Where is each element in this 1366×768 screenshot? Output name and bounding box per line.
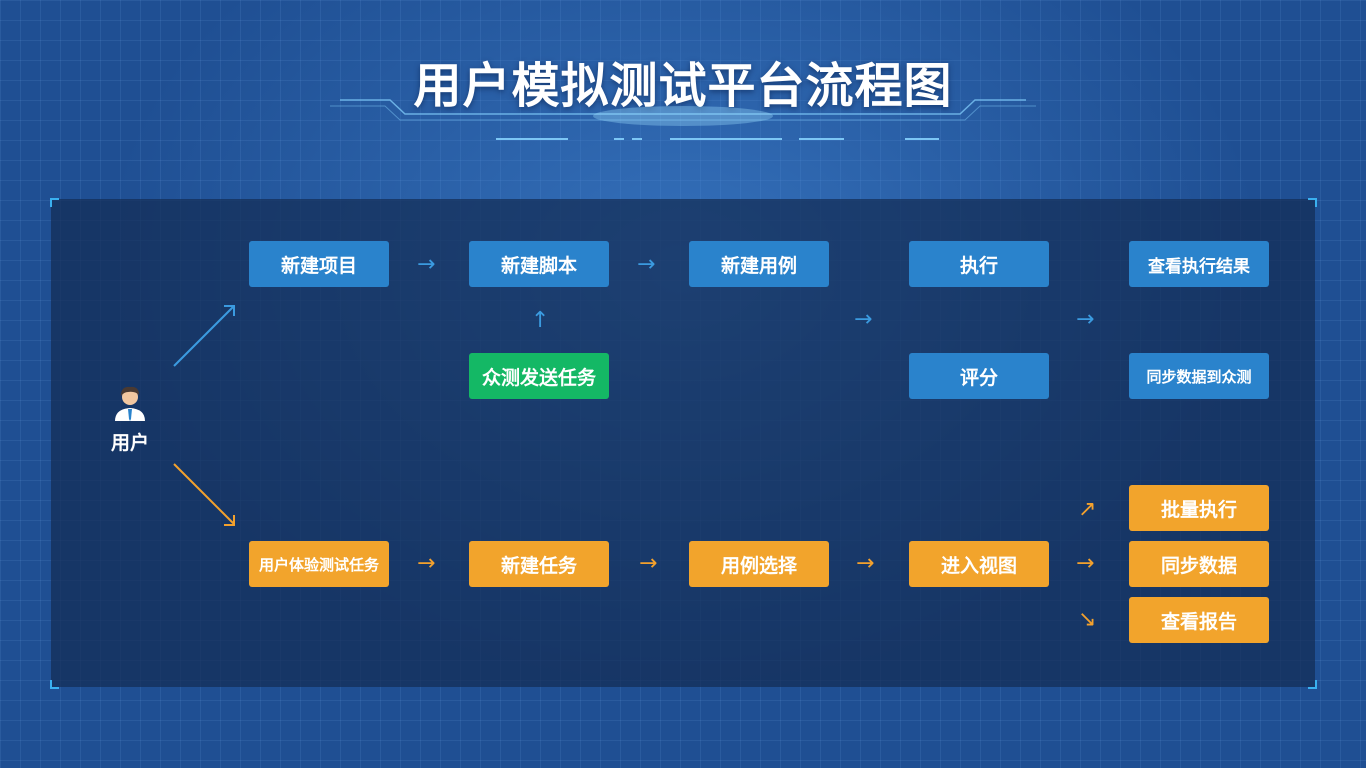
arrow-up-icon: ↑ bbox=[531, 308, 550, 333]
step-crowd-test-task[interactable]: 众测发送任务 bbox=[469, 353, 609, 399]
arrow-down-right-icon: ↘ bbox=[1078, 607, 1097, 632]
step-sync-to-crowd[interactable]: 同步数据到众测 bbox=[1129, 353, 1269, 399]
connector-user-to-top bbox=[173, 305, 235, 367]
arrow-right-icon: → bbox=[854, 307, 873, 332]
arrow-right-icon: → bbox=[856, 551, 875, 576]
step-new-project[interactable]: 新建项目 bbox=[249, 241, 389, 287]
step-new-task[interactable]: 新建任务 bbox=[469, 541, 609, 587]
step-new-script[interactable]: 新建脚本 bbox=[469, 241, 609, 287]
arrow-right-icon: → bbox=[637, 252, 656, 277]
panel-corner bbox=[1308, 680, 1317, 689]
page-title: 用户模拟测试平台流程图 bbox=[413, 58, 953, 114]
step-execute[interactable]: 执行 bbox=[909, 241, 1049, 287]
step-view-results[interactable]: 查看执行结果 bbox=[1129, 241, 1269, 287]
connector-user-to-bottom bbox=[173, 463, 235, 526]
user-avatar-icon bbox=[115, 386, 145, 421]
step-score[interactable]: 评分 bbox=[909, 353, 1049, 399]
step-view-report[interactable]: 查看报告 bbox=[1129, 597, 1269, 643]
arrow-right-icon: → bbox=[417, 252, 436, 277]
user-label: 用户 bbox=[110, 432, 149, 454]
step-batch-execute[interactable]: 批量执行 bbox=[1129, 485, 1269, 531]
step-new-case[interactable]: 新建用例 bbox=[689, 241, 829, 287]
arrow-right-icon: → bbox=[639, 551, 658, 576]
step-enter-view[interactable]: 进入视图 bbox=[909, 541, 1049, 587]
step-case-select[interactable]: 用例选择 bbox=[689, 541, 829, 587]
title-decoration bbox=[330, 99, 1036, 140]
panel-corner bbox=[50, 680, 59, 689]
arrow-right-icon: → bbox=[417, 551, 436, 576]
arrow-up-right-icon: ↗ bbox=[1078, 497, 1097, 522]
panel-corner bbox=[1308, 198, 1317, 207]
panel-corner bbox=[50, 198, 59, 207]
step-sync-data[interactable]: 同步数据 bbox=[1129, 541, 1269, 587]
step-ux-test-task[interactable]: 用户体验测试任务 bbox=[249, 541, 389, 587]
arrow-right-icon: → bbox=[1076, 307, 1095, 332]
arrow-right-icon: → bbox=[1076, 551, 1095, 576]
